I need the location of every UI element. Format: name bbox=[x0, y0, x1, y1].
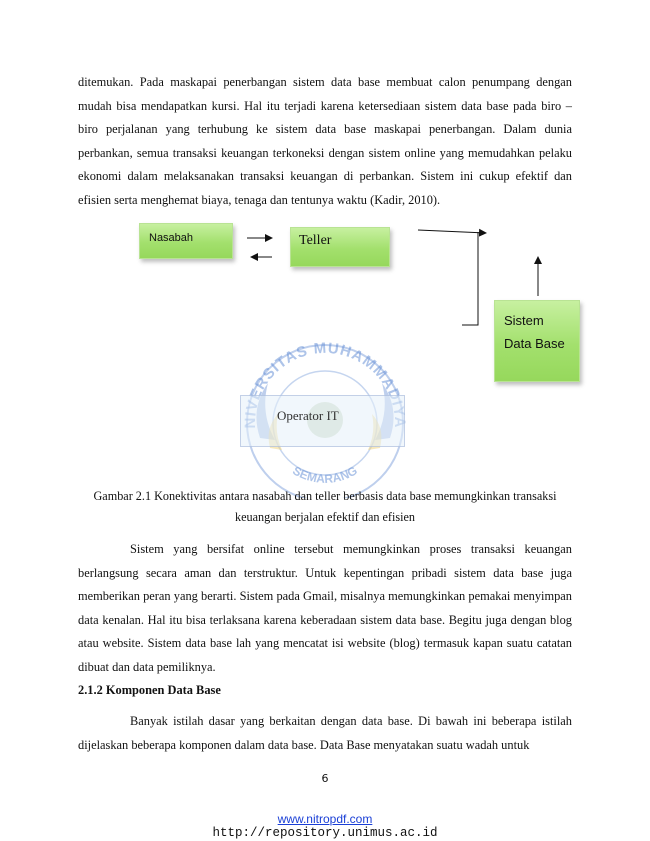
paragraph-online-system: Sistem yang bersifat online tersebut mem… bbox=[78, 542, 572, 674]
diagram-node-operator-it: Operator IT bbox=[240, 395, 405, 447]
page-number: 6 bbox=[321, 772, 329, 785]
node-label-teller: Teller bbox=[299, 233, 332, 248]
figure-caption: Gambar 2.1 Konektivitas antara nasabah d… bbox=[93, 489, 557, 524]
watermark-text-bottom: SEMARANG bbox=[290, 463, 359, 486]
paragraph-components: Banyak istilah dasar yang berkaitan deng… bbox=[78, 714, 572, 752]
diagram-node-sistem-data-base: Sistem Data Base bbox=[494, 300, 580, 382]
arrow-teller-to-right bbox=[417, 228, 487, 237]
node-label-nasabah: Nasabah bbox=[149, 232, 194, 244]
paragraph-intro: ditemukan. Pada maskapai penerbangan sis… bbox=[78, 75, 572, 207]
node-label-operator-it: Operator IT bbox=[277, 408, 339, 423]
connector-right-down bbox=[462, 232, 479, 326]
svg-text:SEMARANG: SEMARANG bbox=[290, 463, 359, 486]
diagram-node-nasabah: Nasabah bbox=[139, 223, 233, 259]
diagram-node-teller: Teller bbox=[290, 227, 390, 267]
footer-repository-url: http://repository.unimus.ac.id bbox=[212, 826, 438, 840]
section-heading: 2.1.2 Komponen Data Base bbox=[78, 683, 221, 697]
node-label-sistem-data-base: Sistem Data Base bbox=[504, 313, 565, 351]
footer-nitropdf-link[interactable]: www.nitropdf.com bbox=[277, 812, 373, 826]
